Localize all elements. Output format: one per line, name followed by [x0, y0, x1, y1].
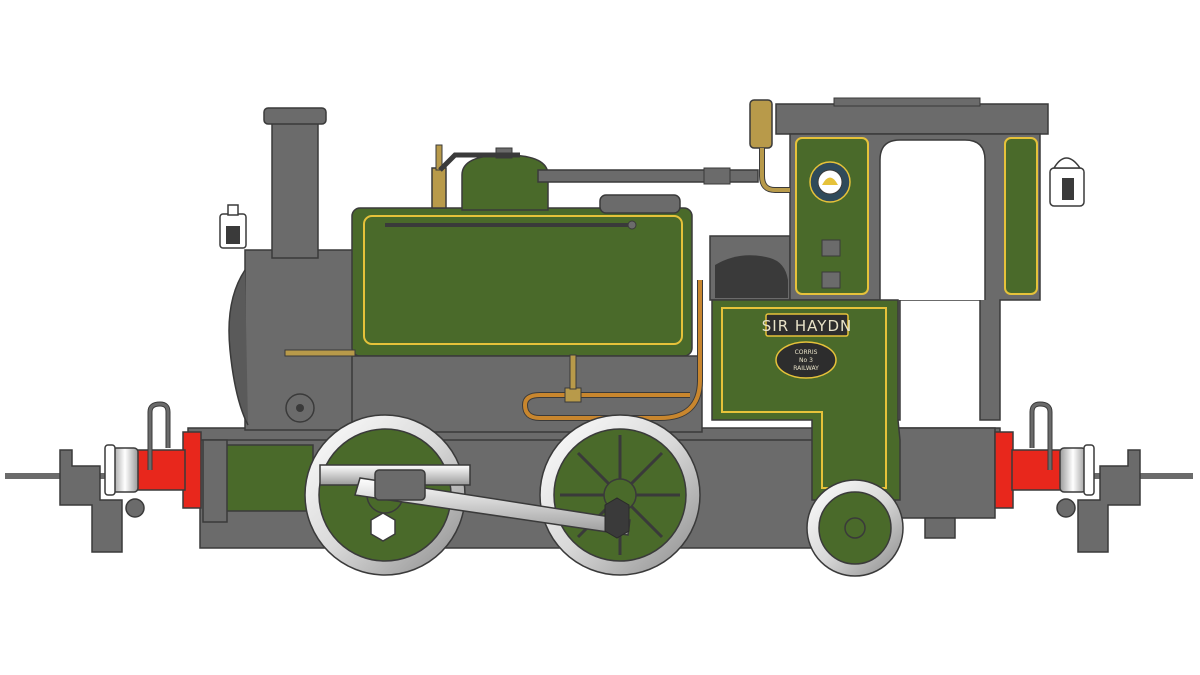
whistle: [749, 99, 790, 193]
smokebox: [228, 249, 361, 431]
rear-buffer-beam: [994, 431, 1095, 509]
works-plate-line1: CORRIS: [795, 349, 818, 356]
chimney: [263, 107, 327, 259]
works-plate-line3: RAILWAY: [793, 365, 819, 372]
front-lamp: [219, 204, 247, 249]
steam-pipe: [438, 152, 759, 185]
side-panel: [711, 299, 901, 501]
prince-of-wales-crest: [809, 161, 851, 203]
cab-hinges: [821, 239, 841, 289]
front-vacuum-pipe: [147, 401, 171, 470]
rear-lamp: [1049, 157, 1085, 207]
connecting-rods: [319, 464, 631, 542]
smokebox-wheel: [285, 393, 315, 423]
cylinder-cover: [202, 439, 314, 523]
tank-filler: [599, 194, 681, 214]
front-coupling: [59, 449, 145, 553]
trailing-wheel: [806, 479, 904, 577]
safety-valve: [431, 144, 447, 209]
rear-vacuum-pipe: [1029, 401, 1053, 470]
nameplate: SIR HAYDN: [762, 313, 852, 337]
copper-pipework: [521, 280, 703, 421]
rear-driving-wheel: [539, 414, 701, 576]
works-plate: CORRIS No 3 RAILWAY: [775, 341, 837, 379]
rear-coupling: [1056, 449, 1141, 553]
nameplate-text: SIR HAYDN: [762, 317, 852, 335]
works-plate-line2: No 3: [799, 357, 813, 364]
saddle-tank: [351, 207, 693, 357]
front-buffer-beam: [104, 431, 202, 509]
cab-step: [924, 517, 956, 539]
coal-bunker: [709, 235, 791, 301]
